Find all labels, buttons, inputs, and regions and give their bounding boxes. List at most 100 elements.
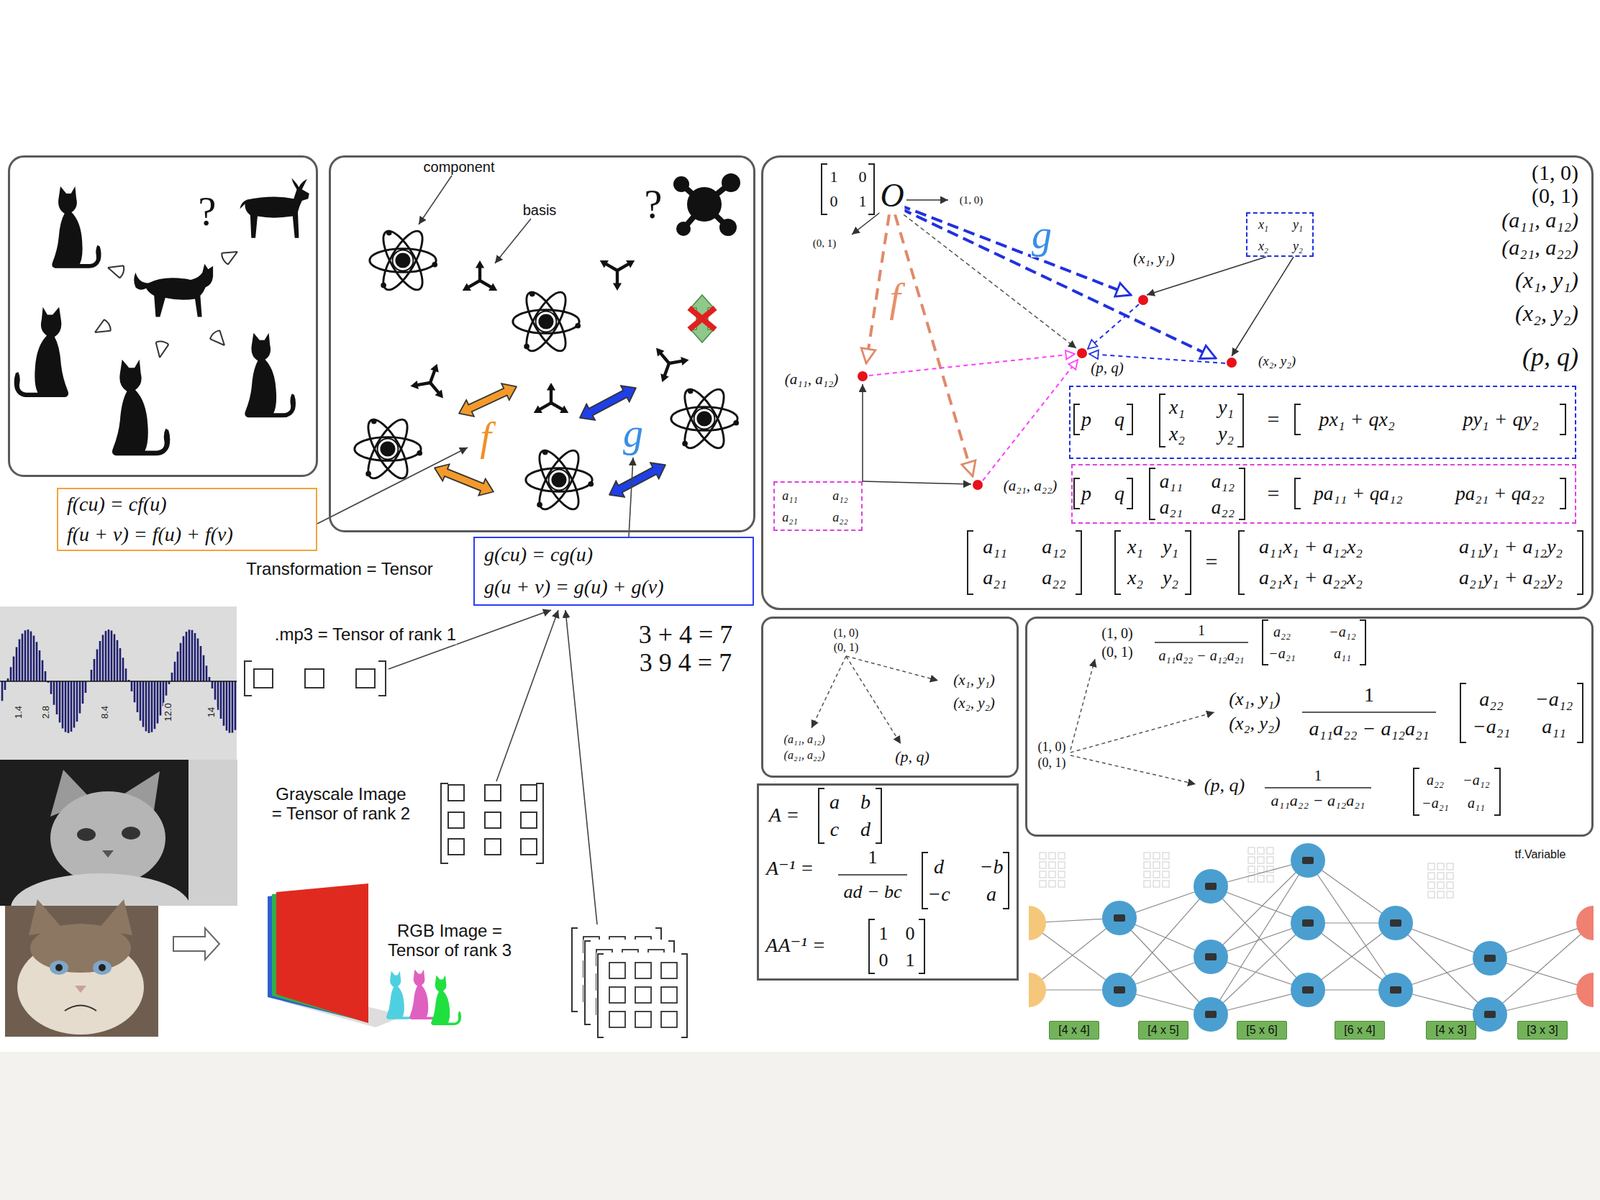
panel: 1001O(1, 0)(0, 1)gf(x₁, y₁)(p, q)(x₂, y₂… [761,155,1594,611]
node-text: (p, q) [894,748,931,767]
viewpoint-icon [105,261,126,279]
node-text: (a₁₁, a₁₂) [783,733,826,747]
node-text: (x₂, y₂) [1514,300,1580,327]
combination-line [1087,304,1139,349]
grayscale-photo [102,850,114,858]
node-text: (0, 1) [1037,755,1067,770]
leader-line [418,175,452,225]
node-text: a₁₁ [1541,715,1567,738]
neural-network [1028,843,1594,1032]
node-text: x₁ [1126,535,1144,558]
color-channel-cats [386,971,416,1020]
viewpoint-icon [92,318,113,339]
grayscale-photo [0,759,238,906]
tensor-bracket [253,669,273,688]
neural-network [1266,856,1274,864]
node-text: 0 [829,192,839,211]
molecule-icon [676,221,691,236]
cat-photo [5,905,159,1037]
node-text: a₁₁ [781,488,799,503]
node-text: (0, 1) [812,237,838,250]
node-text: x₁ [1168,395,1186,418]
layer-shape-text: [5 x 6] [1245,1023,1279,1037]
grayscale-photo [10,873,191,906]
tensor-bracket [596,952,689,1039]
node-text: (a₁₁, a₁₂) [1500,207,1580,233]
node-text: (a₁₁, a₁₂) [784,371,840,389]
tensor-bracket [520,838,537,855]
tensor-bracket [484,812,501,829]
layer-shape-tag: [5 x 6] [1236,1020,1288,1040]
atom-icon [354,225,739,515]
neural-network [1210,860,1308,957]
combination-line [869,353,1075,376]
matrix-bracket [922,852,1009,909]
node-text: a₂₁x₁ + a₂₂x₂ [1258,566,1364,589]
node-text: 1 [1197,622,1206,639]
viewpoint-icon [92,318,113,339]
node-text: d [859,817,872,841]
node-text: a₁₁ [1333,645,1352,662]
neural-network [1302,986,1314,994]
neural-network [1428,882,1435,889]
node-text: f [888,275,902,321]
node-text: ? [643,182,664,228]
tensor-bracket [441,783,544,864]
neural-network [1484,954,1496,962]
neural-network [1437,863,1444,870]
basis-icon [410,260,689,413]
basis-icon [646,347,690,388]
node-text: a₁₂ [831,488,849,503]
atom-icon [525,445,594,515]
neural-network [1576,972,1594,1008]
rgb-layers [276,883,369,1024]
tensor-bracket [635,987,652,1003]
neural-network [1266,875,1274,883]
node-text: a₁₁a₂₂ − a₁₂a₂₁ [1157,647,1245,664]
neural-network [1102,900,1137,936]
axis-tick-label: 14 [206,706,218,718]
mapping-arrow [846,656,939,681]
node-text: a₂₁y₁ + a₂₂y₂ [1458,566,1564,589]
equation-box: pqa₁₁a₁₂a₂₁a₂₂=pa₁₁ + qa₁₂pa₂₁ + qa₂₂ [1071,464,1577,524]
neural-network [1248,866,1255,873]
animal-silhouettes [133,264,213,318]
neural-network [1143,880,1151,888]
matrix-bracket [1115,530,1191,595]
node-text: 1 [905,949,916,971]
color-channel-cats [386,969,462,1026]
node-text: a₂₂ [1210,496,1236,518]
matrix-box: a₁₁a₁₂a₂₁a₂₂ [773,481,863,531]
tensor-bracket [448,784,465,801]
neural-network [1028,905,1047,941]
fraction-bar [1302,711,1436,713]
node-text: 1 [878,923,890,944]
neural-network [1162,880,1170,888]
cat-photo [98,964,106,972]
node-text: d [933,855,945,878]
node-text: pa₂₁ + qa₂₂ [1454,482,1545,505]
tensor-bracket [244,661,386,696]
axis-tick-label: 12.0 [163,702,175,722]
node-text: (p, q) [1089,359,1125,377]
viewpoint-icon [92,246,242,359]
matrix-bracket [1460,683,1583,743]
molecule-icon [673,173,741,236]
rgb-layers [267,883,405,1028]
node-text: q [1113,407,1126,431]
node-text: AA⁻¹ = [764,933,826,957]
matrix-bracket [1159,394,1244,447]
node-text: a₁₁a₂₂ − a₁₂a₂₁ [1308,717,1431,740]
basis-icon [462,260,498,291]
neural-network [1248,856,1255,864]
molecule-icon [719,218,737,236]
neural-network [1437,872,1444,880]
viewpoint-icon [105,261,126,279]
neural-network [1257,875,1265,883]
matrix-bracket [818,164,1583,974]
matrix-bracket [1294,404,1566,435]
tensor-bracket [597,953,688,1038]
neural-network [1162,852,1170,859]
node-text: x₁ [1257,217,1270,232]
neural-network [1039,861,1047,869]
